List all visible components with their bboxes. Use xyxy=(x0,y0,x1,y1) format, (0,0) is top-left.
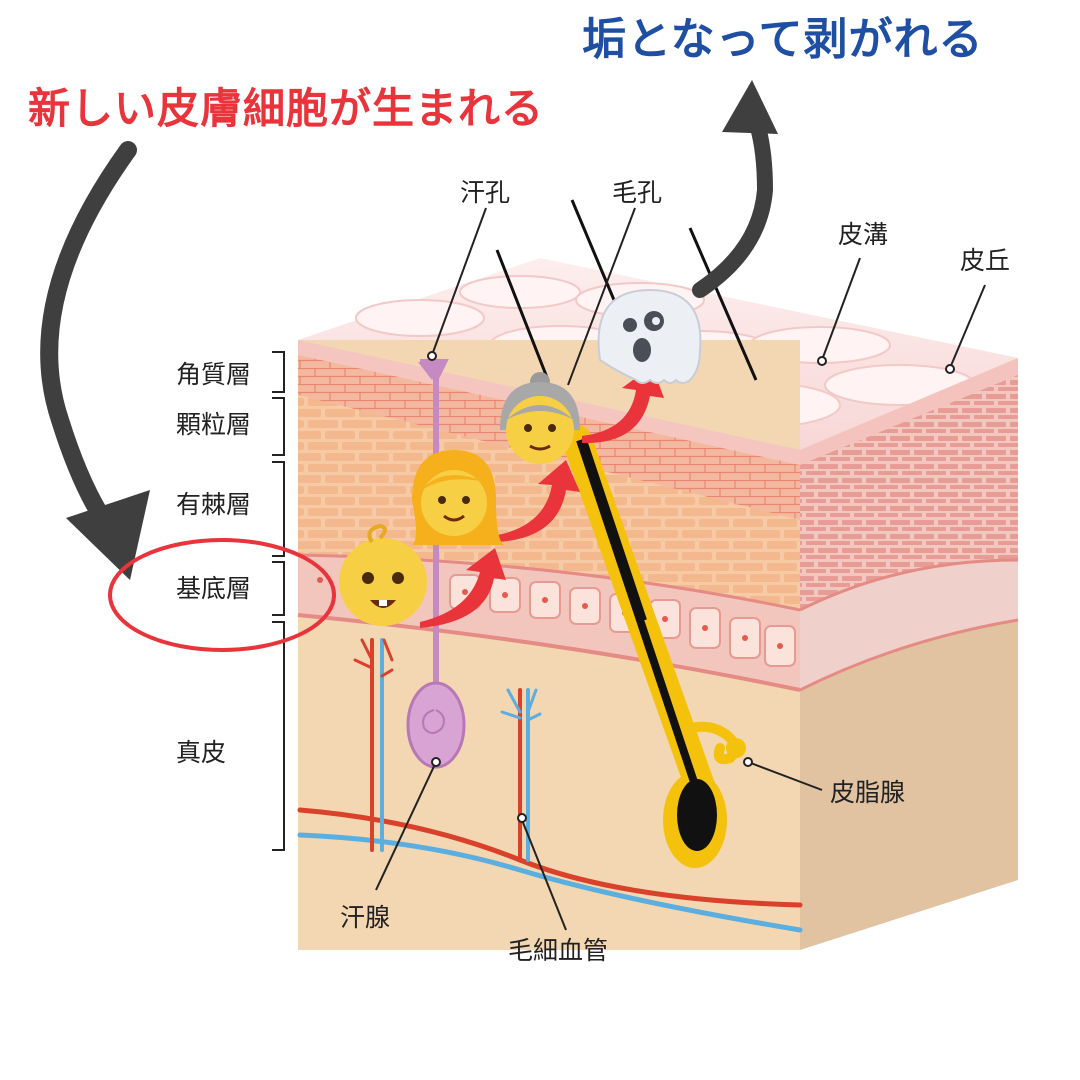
label-stratum-spinosum: 有棘層 xyxy=(176,490,252,519)
leader-lines xyxy=(375,207,986,931)
label-skin-groove: 皮溝 xyxy=(838,220,889,249)
growth-arrows xyxy=(420,366,664,628)
label-hair-pore: 毛孔 xyxy=(612,178,663,207)
headline-shed: 垢となって剥がれる xyxy=(582,14,984,65)
basal-layer-highlight xyxy=(108,538,336,652)
label-dermis: 真皮 xyxy=(176,738,227,767)
ghost-icon xyxy=(597,288,702,384)
label-skin-ridge: 皮丘 xyxy=(960,246,1011,275)
label-stratum-corneum: 角質層 xyxy=(176,360,252,389)
label-capillary: 毛細血管 xyxy=(508,936,609,965)
curved-arrow-down-head xyxy=(66,490,150,580)
label-sebaceous-gland: 皮脂腺 xyxy=(830,778,906,807)
curved-arrow-down xyxy=(40,141,137,549)
blood-vessels xyxy=(297,638,803,933)
old-woman-face-icon xyxy=(500,372,580,464)
side-face xyxy=(799,358,1019,950)
label-sweat-gland: 汗腺 xyxy=(340,903,391,932)
label-sweat-pore: 汗孔 xyxy=(460,178,511,207)
headline-new-cells: 新しい皮膚細胞が生まれる xyxy=(28,84,545,133)
layer-brackets xyxy=(272,351,285,851)
baby-face-icon xyxy=(339,523,427,626)
girl-face-icon xyxy=(412,450,504,545)
label-stratum-granulosum: 顆粒層 xyxy=(176,410,252,439)
label-stratum-basale: 基底層 xyxy=(176,574,252,603)
hair-follicle xyxy=(562,425,746,868)
curved-arrow-up xyxy=(692,102,774,298)
curved-arrow-up-head xyxy=(722,80,778,134)
